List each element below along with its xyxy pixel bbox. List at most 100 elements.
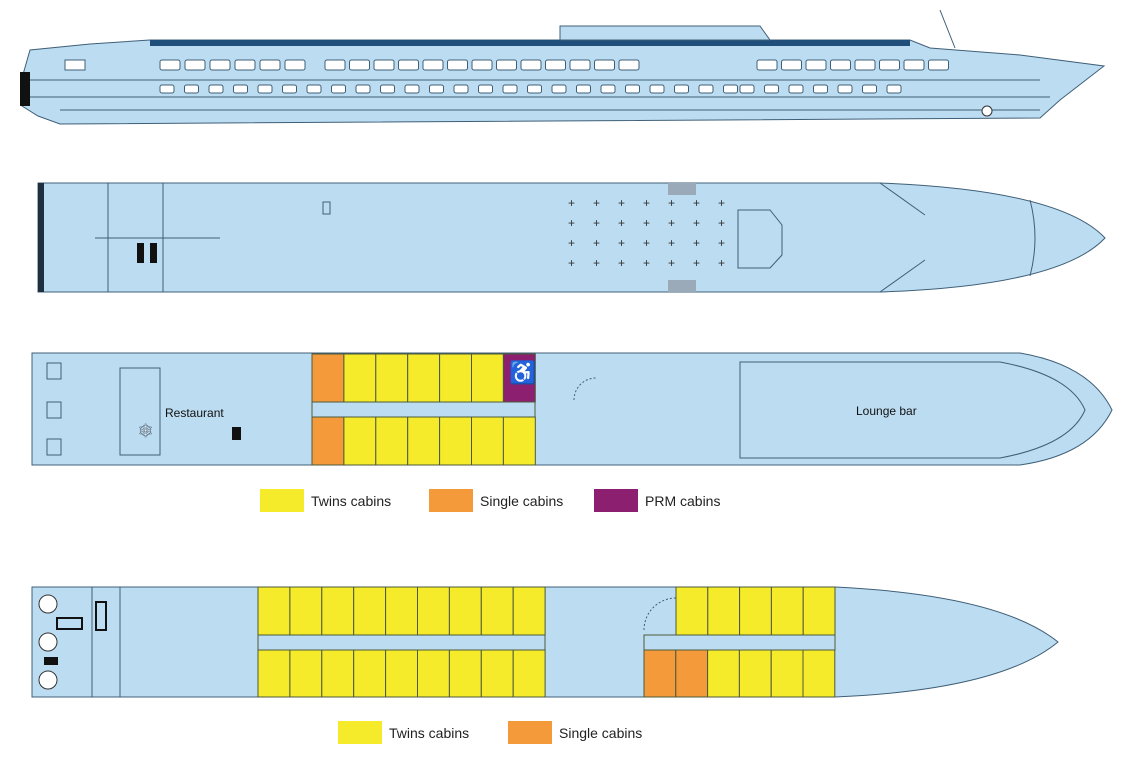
window: [805, 59, 827, 71]
twin-cabin[interactable]: [802, 649, 836, 698]
pump-icon: [38, 670, 58, 690]
window: [184, 59, 206, 71]
twin-cabin[interactable]: [770, 586, 804, 636]
twin-cabin[interactable]: [417, 649, 450, 698]
window: [854, 59, 876, 71]
sun-deck: ++++++++++++++++++++++++++++: [37, 182, 1106, 293]
twin-cabin[interactable]: [802, 586, 836, 636]
main-deck-cabins: [311, 353, 536, 466]
stern-block: [20, 72, 30, 106]
window: [756, 59, 778, 71]
window: [788, 84, 804, 94]
window: [447, 59, 468, 71]
window: [674, 84, 689, 94]
twin-cabin[interactable]: [675, 586, 709, 636]
window: [527, 84, 542, 94]
window: [209, 59, 231, 71]
single-legend-label: Single cabins: [480, 493, 563, 509]
wheelchair-icon: ♿: [509, 360, 536, 385]
twin-cabin[interactable]: [343, 416, 377, 466]
window: [739, 84, 755, 94]
window: [502, 84, 518, 94]
twin-cabin[interactable]: [739, 586, 772, 636]
sunbed-marker: +: [718, 256, 725, 270]
sunbed-marker: +: [693, 256, 700, 270]
twin-cabin[interactable]: [343, 353, 377, 403]
window: [257, 84, 273, 94]
single-cabin[interactable]: [311, 416, 345, 466]
twin-cabin[interactable]: [707, 649, 740, 698]
twin-cabin[interactable]: [448, 586, 482, 636]
window: [886, 84, 902, 94]
twin-cabin[interactable]: [375, 353, 409, 403]
lower-deck: [31, 586, 1059, 698]
sunbed-marker: +: [718, 236, 725, 250]
twin-cabin[interactable]: [439, 416, 473, 466]
window: [429, 84, 444, 94]
window: [159, 84, 175, 94]
twin-cabin[interactable]: [385, 586, 419, 636]
twin-cabin[interactable]: [321, 649, 355, 698]
twin-cabin[interactable]: [407, 416, 441, 466]
profile-windows: [64, 59, 949, 94]
twin-cabin[interactable]: [738, 649, 772, 698]
twin-cabin[interactable]: [321, 586, 355, 636]
twin-cabin[interactable]: [385, 649, 419, 698]
window: [837, 84, 853, 94]
pump-icon: [38, 594, 58, 614]
sunbed-marker: +: [618, 256, 625, 270]
twin-cabin[interactable]: [289, 649, 323, 698]
window: [520, 59, 542, 71]
twin-cabin[interactable]: [512, 649, 546, 698]
wheelhouse: [737, 209, 783, 269]
window: [928, 59, 949, 71]
sunbed-marker: +: [568, 256, 575, 270]
sunbed-marker: +: [668, 256, 675, 270]
window: [284, 59, 306, 71]
window: [349, 59, 370, 71]
twin-cabin[interactable]: [439, 353, 473, 403]
sunbed-marker: +: [593, 216, 600, 230]
window: [625, 84, 640, 94]
lower-deck-cabins: [257, 586, 836, 698]
twin-cabin[interactable]: [375, 416, 409, 466]
window: [64, 59, 86, 71]
twin-cabin[interactable]: [448, 649, 482, 698]
single-cabin[interactable]: [311, 353, 345, 403]
twin-cabin[interactable]: [353, 649, 387, 698]
window: [594, 59, 615, 71]
twin-legend-swatch: [338, 721, 382, 744]
twin-cabin[interactable]: [257, 649, 291, 698]
single-cabin[interactable]: [675, 649, 709, 698]
sunbed-marker: +: [693, 216, 700, 230]
sunbed-marker: +: [643, 216, 650, 230]
sunbed-marker: +: [643, 196, 650, 210]
twin-cabin[interactable]: [480, 586, 514, 636]
sunbed-marker: +: [693, 236, 700, 250]
twin-cabin[interactable]: [471, 416, 504, 466]
twin-cabin[interactable]: [407, 353, 441, 403]
twin-cabin[interactable]: [353, 586, 387, 636]
twin-cabin[interactable]: [417, 586, 450, 636]
twin-cabin[interactable]: [480, 649, 514, 698]
freezer-icon: ❄: [138, 421, 153, 441]
sunbed-marker: +: [568, 236, 575, 250]
twin-cabin[interactable]: [512, 586, 546, 636]
twin-legend-label: Twins cabins: [311, 493, 391, 509]
pump-icon: [38, 632, 58, 652]
prm-cabin[interactable]: [502, 353, 536, 403]
window: [331, 84, 346, 94]
twin-cabin[interactable]: [257, 586, 291, 636]
twin-cabin[interactable]: [707, 586, 741, 636]
twin-cabin[interactable]: [289, 586, 323, 636]
single-cabin[interactable]: [643, 649, 677, 698]
window: [355, 84, 371, 94]
window: [879, 59, 900, 71]
twin-cabin[interactable]: [471, 353, 504, 403]
twin-cabin[interactable]: [502, 416, 536, 466]
single-legend-label: Single cabins: [559, 725, 642, 741]
window: [159, 59, 181, 71]
twin-cabin[interactable]: [770, 649, 804, 698]
